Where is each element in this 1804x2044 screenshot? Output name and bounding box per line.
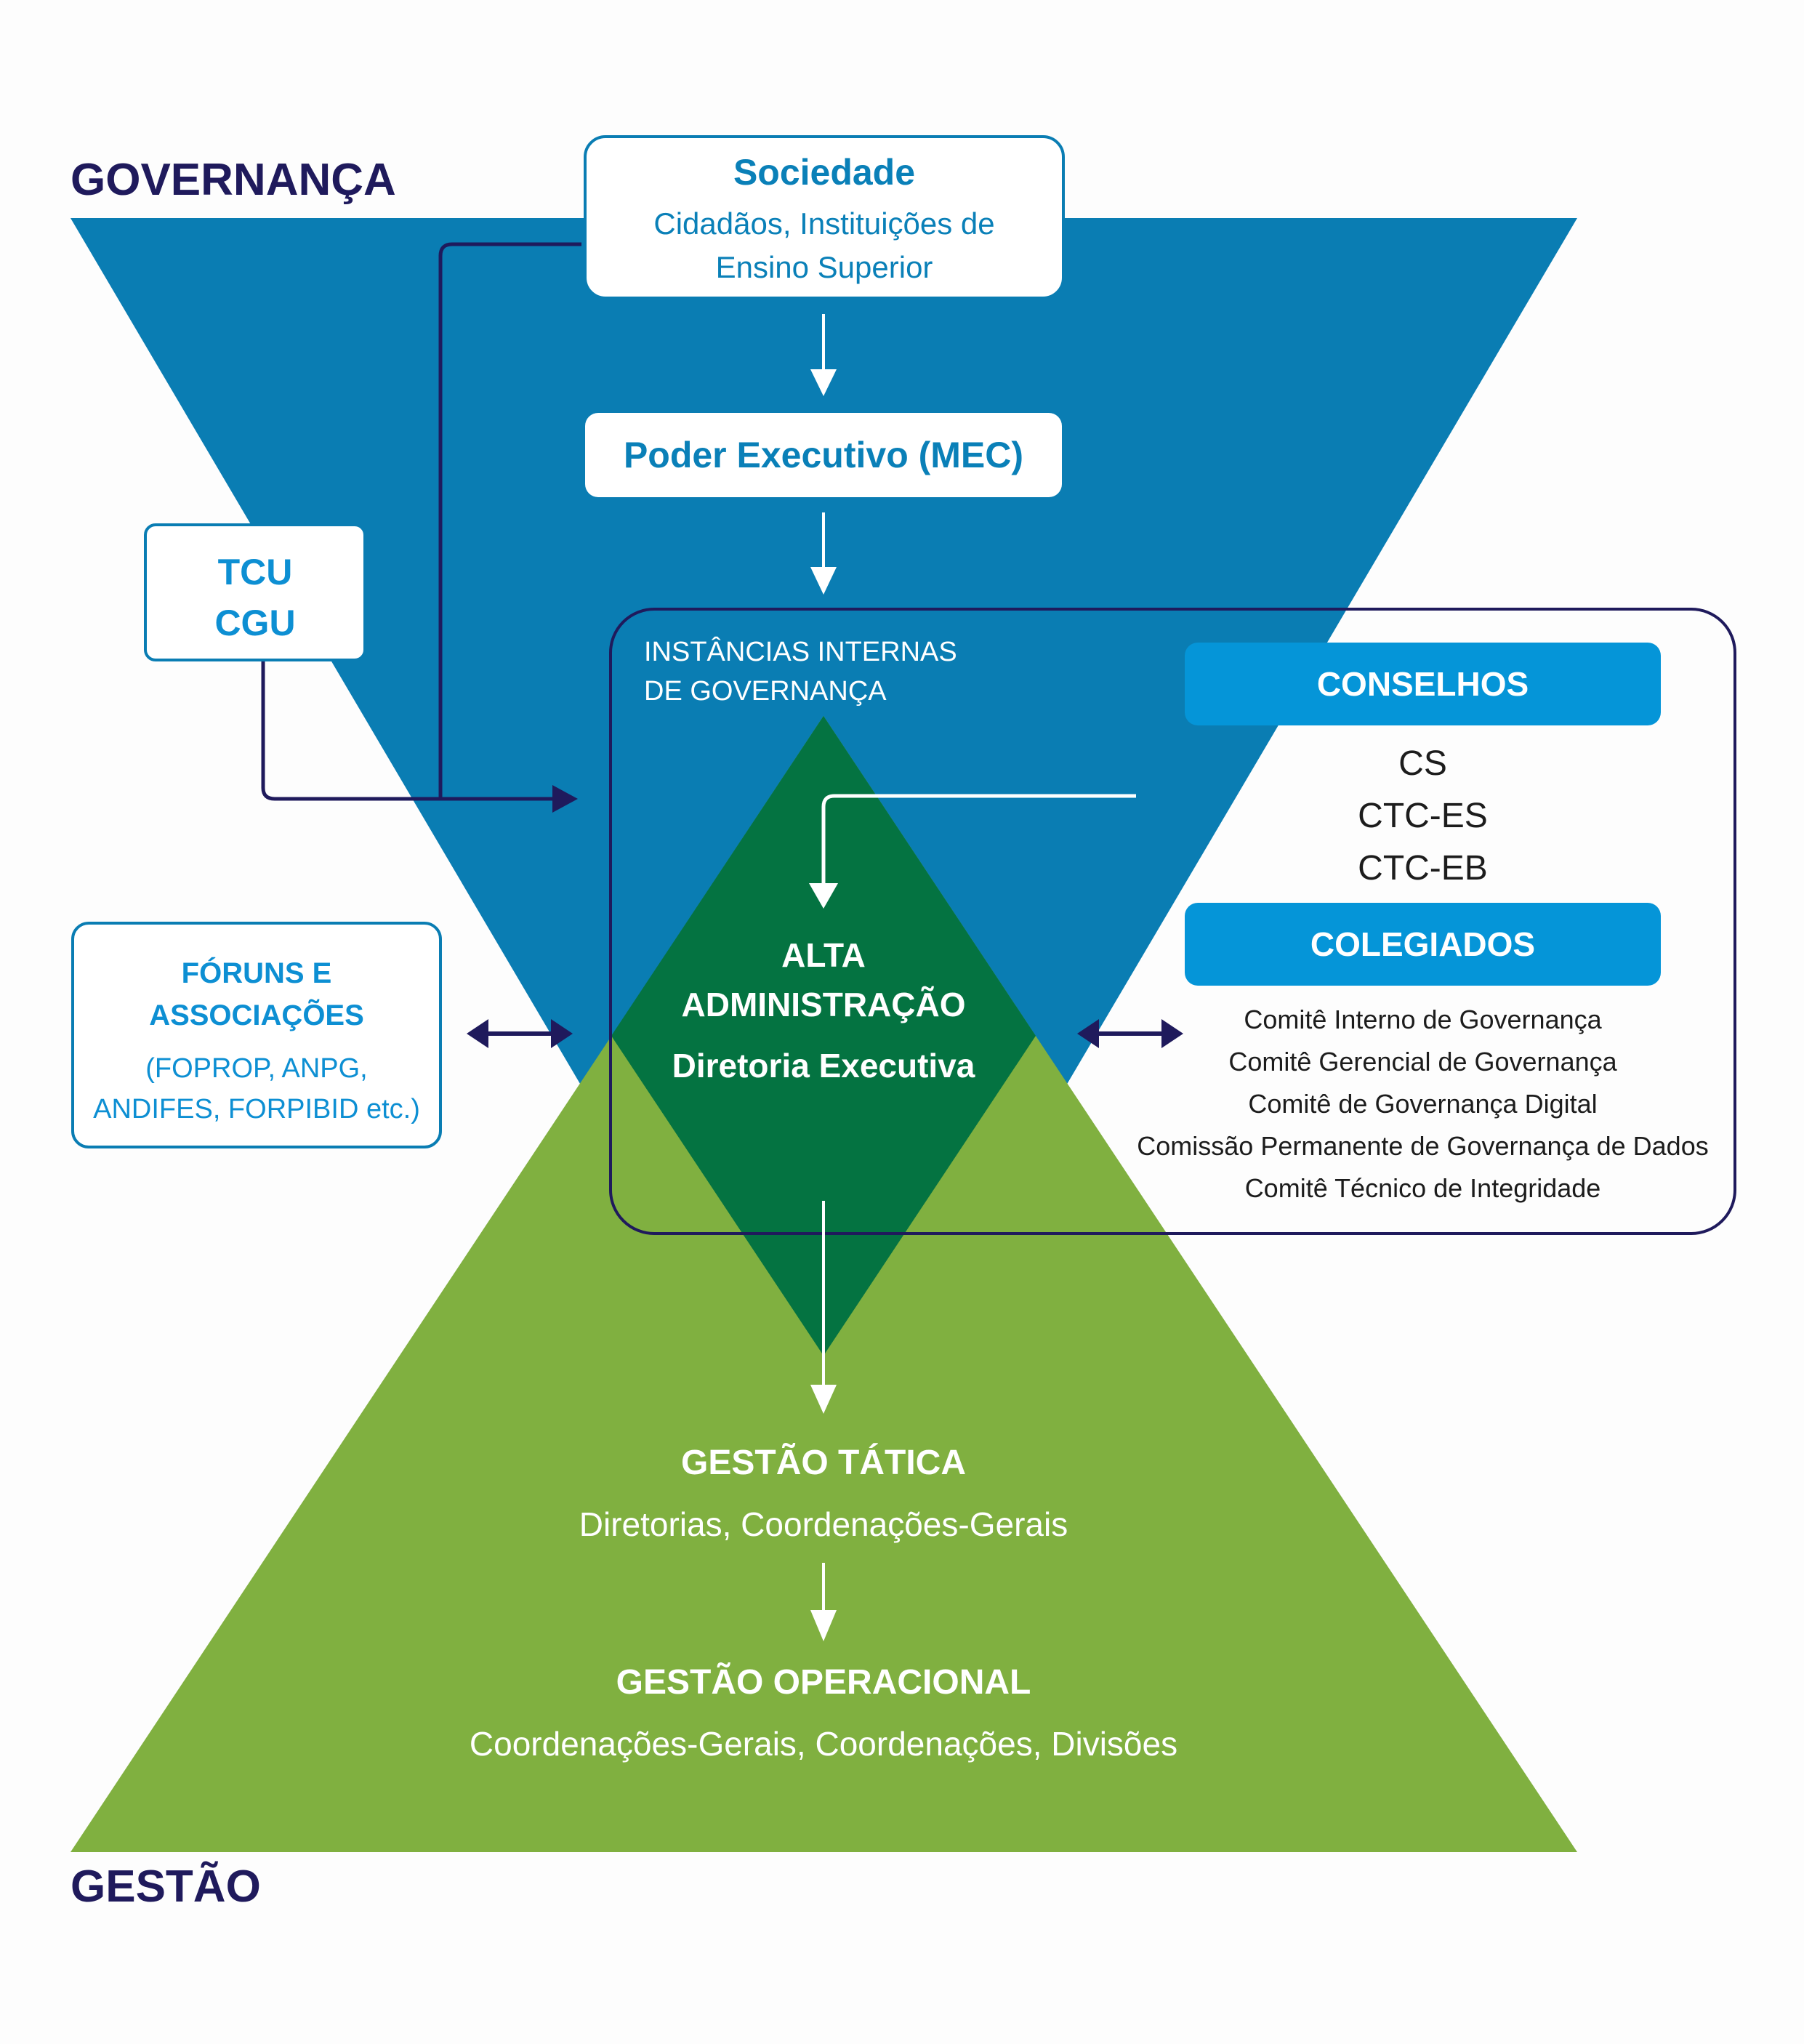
controle-arrow-head (552, 785, 578, 813)
cgu-label: CGU (214, 603, 296, 643)
alta-line1: ALTA (781, 936, 866, 974)
colegiados-header[interactable]: COLEGIADOS (1185, 903, 1661, 986)
alta-line3: Diretoria Executiva (672, 1047, 975, 1085)
gestao-operacional-subtitle: Coordenações-Gerais, Coordenações, Divis… (469, 1725, 1178, 1763)
foruns-bidirectional-arrow (467, 1019, 573, 1048)
colegiados-list: Comitê Interno de Governança Comitê Gere… (1090, 999, 1755, 1210)
foruns-title-line1: FÓRUNS E (181, 957, 332, 989)
arrow-sociedade-to-mec-head (810, 369, 837, 396)
arrow-conselhos-to-alta-head (809, 883, 838, 909)
colegiado-item: Comitê Técnico de Integridade (1244, 1173, 1601, 1203)
tcu-label: TCU (217, 552, 293, 592)
colegiado-item: Comitê Interno de Governança (1244, 1005, 1602, 1034)
governanca-label: GOVERNANÇA (71, 155, 396, 205)
alta-administracao-diamond (611, 716, 1036, 1356)
alta-line2: ADMINISTRAÇÃO (681, 986, 966, 1023)
colegiado-item: Comitê Gerencial de Governança (1228, 1047, 1617, 1077)
arrow-mec-to-instancias-head (810, 567, 837, 595)
colegiado-item: Comissão Permanente de Governança de Dad… (1137, 1131, 1709, 1161)
sociedade-subtitle-line2: Ensino Superior (715, 250, 933, 284)
conselho-item: CTC-EB (1358, 849, 1488, 888)
poder-executivo-title: Poder Executivo (MEC) (623, 435, 1024, 475)
foruns-title-line2: ASSOCIAÇÕES (149, 999, 364, 1031)
gestao-operacional-block: GESTÃO OPERACIONAL Coordenações-Gerais, … (315, 1659, 1332, 1768)
alta-administracao-text: ALTA ADMINISTRAÇÃO Diretoria Executiva (632, 930, 1015, 1090)
arrow-conselhos-to-alta-line (821, 794, 1136, 883)
colegiados-bidirectional-arrow (1077, 1019, 1183, 1048)
gestao-tatica-subtitle: Diretorias, Coordenações-Gerais (579, 1505, 1068, 1543)
arrow-alta-to-tatica-head (810, 1385, 837, 1414)
gestao-tatica-block: GESTÃO TÁTICA Diretorias, Coordenações-G… (460, 1439, 1187, 1548)
instancias-internas-frame (609, 608, 1736, 1235)
foruns-detail-line2: ANDIFES, FORPIBID etc.) (93, 1094, 420, 1124)
arrow-tatica-to-operacional-head (810, 1610, 837, 1641)
gestao-label: GESTÃO (71, 1862, 261, 1912)
conselho-item: CS (1398, 744, 1447, 783)
sociedade-connector-line (438, 242, 581, 797)
sociedade-subtitle-line1: Cidadãos, Instituições de (653, 206, 995, 241)
foruns-associacoes-box[interactable]: FÓRUNS E ASSOCIAÇÕES (FOPROP, ANPG, ANDI… (71, 922, 442, 1148)
sociedade-box[interactable]: Sociedade Cidadãos, Instituições de Ensi… (584, 135, 1065, 299)
gestao-tatica-title: GESTÃO TÁTICA (681, 1444, 966, 1482)
controle-connector-line (261, 660, 552, 801)
gestao-operacional-title: GESTÃO OPERACIONAL (616, 1663, 1031, 1702)
conselhos-list: CS CTC-ES CTC-EB (1185, 738, 1661, 895)
conselho-item: CTC-ES (1358, 797, 1488, 835)
controle-externo-box[interactable]: TCU CGU (144, 523, 366, 661)
instancias-internas-title: INSTÂNCIAS INTERNAS DE GOVERNANÇA (644, 632, 957, 711)
conselhos-header[interactable]: CONSELHOS (1185, 643, 1661, 725)
foruns-detail-line1: (FOPROP, ANPG, (145, 1053, 368, 1084)
colegiado-item: Comitê de Governança Digital (1248, 1089, 1598, 1119)
instancias-title-line1: INSTÂNCIAS INTERNAS (644, 637, 957, 667)
instancias-title-line2: DE GOVERNANÇA (644, 676, 887, 707)
sociedade-title: Sociedade (733, 152, 916, 193)
poder-executivo-box[interactable]: Poder Executivo (MEC) (585, 413, 1062, 497)
